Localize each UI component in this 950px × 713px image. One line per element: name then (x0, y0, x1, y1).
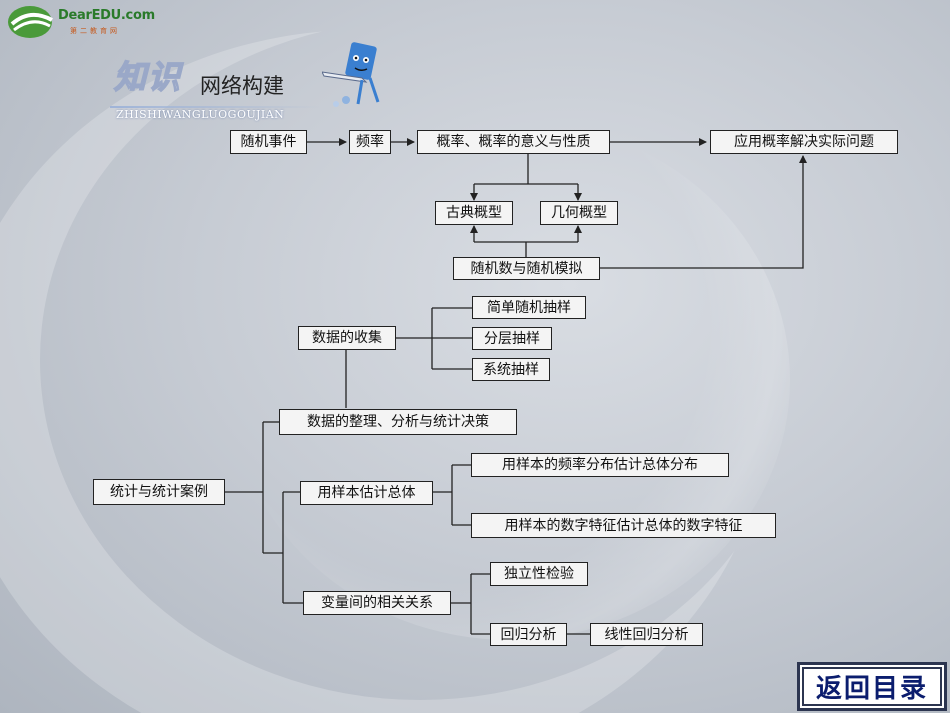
node-probability: 概率、概率的意义与性质 (417, 130, 610, 154)
node-linear-regression: 线性回归分析 (590, 623, 703, 646)
node-random-event: 随机事件 (230, 130, 307, 154)
node-independence-test: 独立性检验 (490, 562, 588, 586)
back-to-contents-button[interactable]: 返回目录 (797, 662, 947, 711)
node-frequency: 频率 (349, 130, 391, 154)
node-data-collection: 数据的收集 (298, 326, 396, 350)
node-frequency-distribution: 用样本的频率分布估计总体分布 (471, 453, 729, 477)
title-underline (110, 106, 320, 108)
node-geometric: 几何概型 (540, 201, 618, 225)
node-apply-probability: 应用概率解决实际问题 (710, 130, 898, 154)
page-title: 网络构建 (200, 74, 284, 98)
section-title: 知识 网络构建 ZHISHIWANGLUOGOUJIAN (110, 42, 410, 128)
node-simple-sampling: 简单随机抽样 (472, 296, 586, 319)
pencil-mascot-icon (322, 42, 380, 107)
logo-brand: DearEDU.com (58, 8, 155, 23)
logo-subtitle: 第二教育网 (70, 27, 120, 35)
node-random-simulation: 随机数与随机模拟 (453, 257, 600, 280)
node-classical: 古典概型 (435, 201, 513, 225)
node-systematic-sampling: 系统抽样 (472, 358, 550, 381)
node-correlation: 变量间的相关关系 (303, 591, 451, 615)
node-regression: 回归分析 (490, 623, 567, 646)
node-sample-estimate: 用样本估计总体 (300, 481, 433, 505)
node-numerical-features: 用样本的数字特征估计总体的数字特征 (471, 513, 776, 538)
site-logo[interactable]: DearEDU.com 第二教育网 (6, 2, 155, 44)
title-art-text: 知识 (113, 57, 183, 97)
title-pinyin: ZHISHIWANGLUOGOUJIAN (116, 108, 285, 121)
logo-swoosh-icon (8, 6, 53, 38)
node-data-arrangement: 数据的整理、分析与统计决策 (279, 409, 517, 435)
node-statistics-cases: 统计与统计案例 (93, 479, 225, 505)
node-stratified-sampling: 分层抽样 (472, 327, 552, 350)
